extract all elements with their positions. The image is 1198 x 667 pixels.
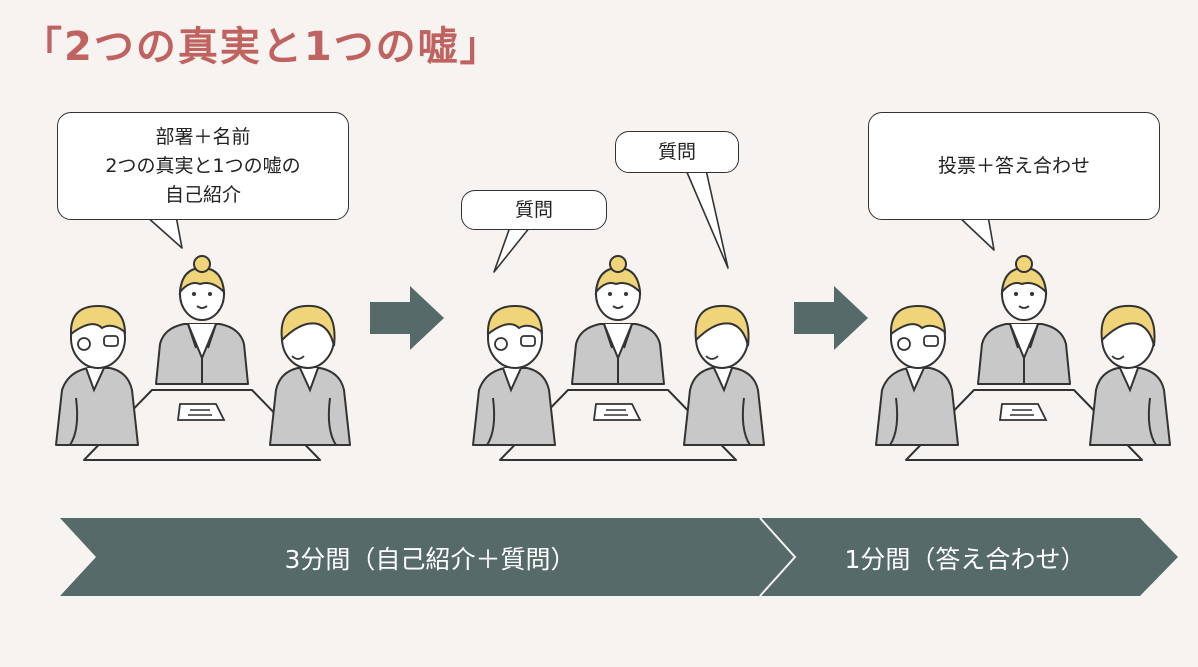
intro-speech-bubble: 部署＋名前 2つの真実と1つの嘘の 自己紹介: [57, 112, 349, 220]
meeting-scene-2: [472, 255, 765, 461]
phase-2-chevron: [760, 518, 1178, 596]
meeting-scene-3: [875, 255, 1171, 461]
right-arrow-icon: [370, 286, 444, 350]
intro-line-3: 自己紹介: [164, 183, 241, 206]
question-left-label: 質問: [514, 198, 553, 221]
answer-speech-bubble: 投票＋答え合わせ: [868, 112, 1160, 220]
right-arrow-icon: [794, 286, 868, 350]
question-bubble-left: 質問: [461, 190, 607, 230]
intro-line-1: 部署＋名前: [155, 125, 251, 148]
intro-line-2: 2つの真実と1つの嘘の: [105, 154, 301, 177]
page-title: 「2つの真実と1つの嘘」: [22, 24, 502, 70]
phase-1-label: 3分間（自己紹介＋質問）: [284, 545, 576, 574]
phase-2-label: 1分間（答え合わせ）: [844, 545, 1086, 574]
answer-label: 投票＋答え合わせ: [937, 154, 1090, 177]
phase-1-chevron: [60, 518, 795, 596]
meeting-scene-1: [55, 255, 351, 461]
question-right-label: 質問: [657, 140, 696, 163]
question-bubble-right: 質問: [615, 131, 739, 173]
